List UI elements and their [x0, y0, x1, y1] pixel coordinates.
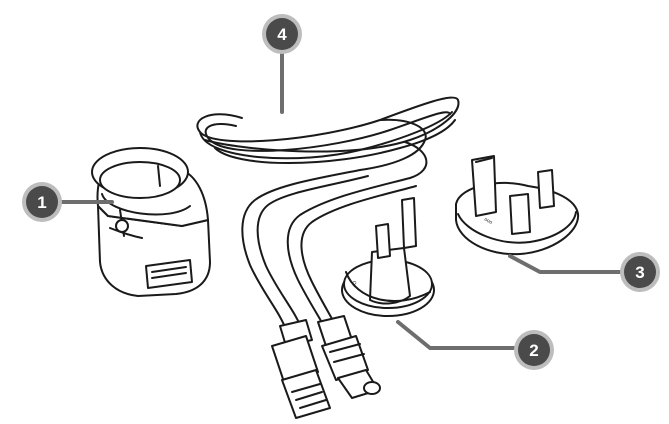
- callout-label-2: 2: [529, 341, 538, 360]
- leader-line-2: [396, 320, 516, 350]
- usb-a-connector: [271, 319, 331, 419]
- svg-text:ooo: ooo: [483, 217, 493, 226]
- callout-label-4: 4: [277, 25, 287, 44]
- callout-badge-1: 1: [22, 182, 62, 222]
- power-adapter: [91, 147, 211, 297]
- eu-plug-adapter: Q: [341, 197, 435, 317]
- callout-badge-3: 3: [620, 252, 660, 292]
- callout-badge-2: 2: [514, 330, 554, 370]
- callout-label-1: 1: [37, 193, 46, 212]
- uk-plug-adapter: ooo: [455, 155, 580, 256]
- svg-text:Q: Q: [350, 280, 357, 286]
- leader-line-3: [508, 254, 624, 274]
- barrel-connector: [317, 315, 381, 399]
- callout-label-3: 3: [635, 263, 644, 282]
- leader-lines: [58, 200, 624, 350]
- callout-badge-4: 4: [262, 14, 302, 54]
